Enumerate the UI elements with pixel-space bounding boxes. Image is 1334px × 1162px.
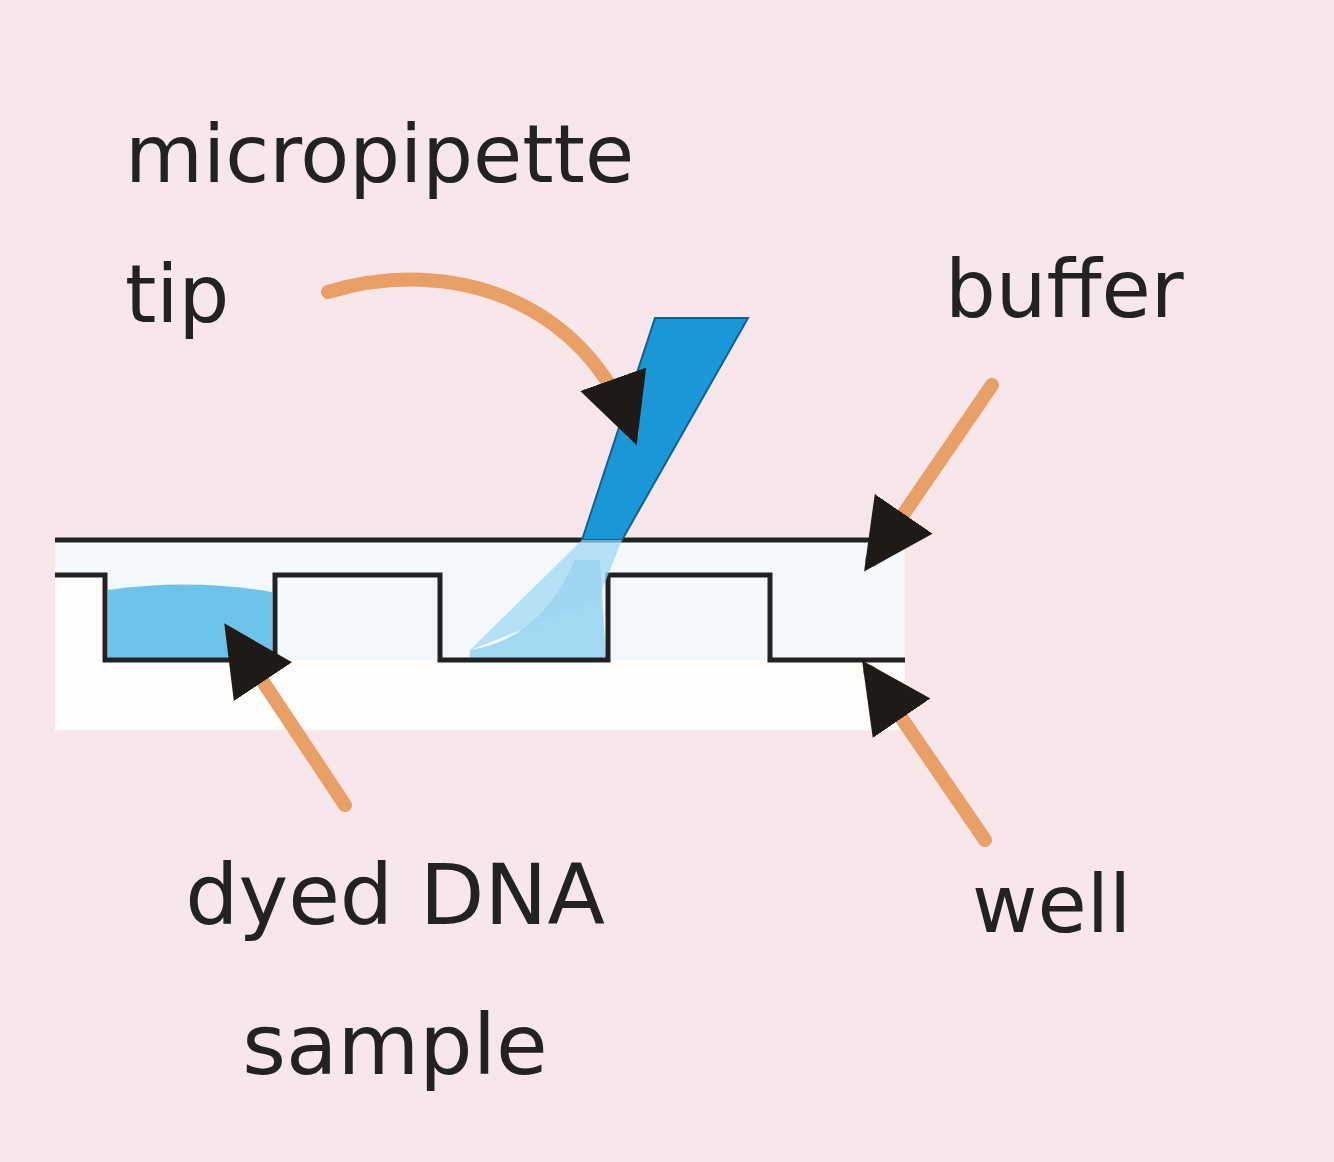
callout-arrow [328, 280, 632, 432]
buffer-in-well [105, 575, 275, 660]
callout-label: micropipette tip [125, 85, 605, 365]
callout-arrow [872, 385, 992, 560]
buffer-in-well [770, 575, 905, 660]
gel-surface [55, 575, 905, 660]
callout-label: dyed DNA sample [170, 820, 620, 1120]
buffer-layer [55, 540, 905, 660]
callout-arrow [232, 635, 345, 805]
micropipette-tip [582, 318, 748, 540]
callout-label: well [972, 855, 1312, 955]
callout-label: buffer [945, 240, 1305, 340]
buffer-surface [55, 538, 870, 543]
callout-arrow [870, 672, 985, 840]
micropipette-tip-end [470, 540, 622, 650]
